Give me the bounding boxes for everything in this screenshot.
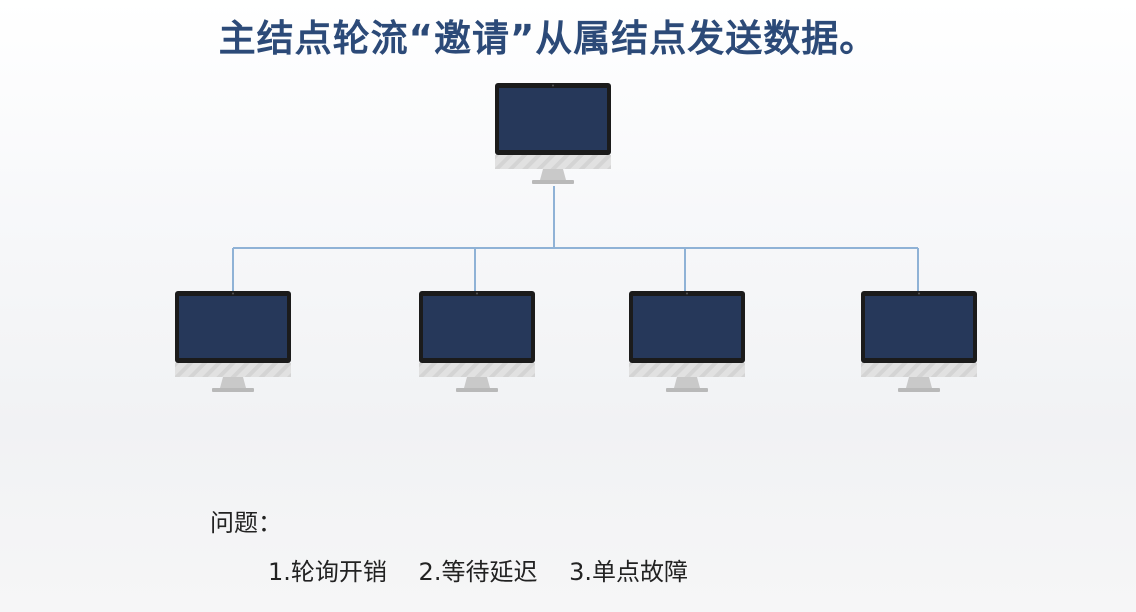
slave-node-3-monitor-icon (629, 291, 745, 392)
slave-node-2-monitor-icon (419, 291, 535, 392)
master-node-monitor-icon (495, 83, 611, 184)
issue-item-polling-overhead: 1.轮询开销 (268, 558, 387, 586)
issue-item-waiting-delay: 2.等待延迟 (418, 558, 538, 586)
slave-node-4-monitor-icon (861, 291, 977, 392)
issues-heading: 问题： (210, 509, 282, 537)
slide-title: 主结点轮流“邀请”从属结点发送数据。 (218, 17, 878, 60)
issue-item-single-point-failure: 3.单点故障 (569, 558, 688, 586)
slave-node-1-monitor-icon (175, 291, 291, 392)
issues-list: 1.轮询开销 2.等待延迟 3.单点故障 (268, 552, 712, 587)
